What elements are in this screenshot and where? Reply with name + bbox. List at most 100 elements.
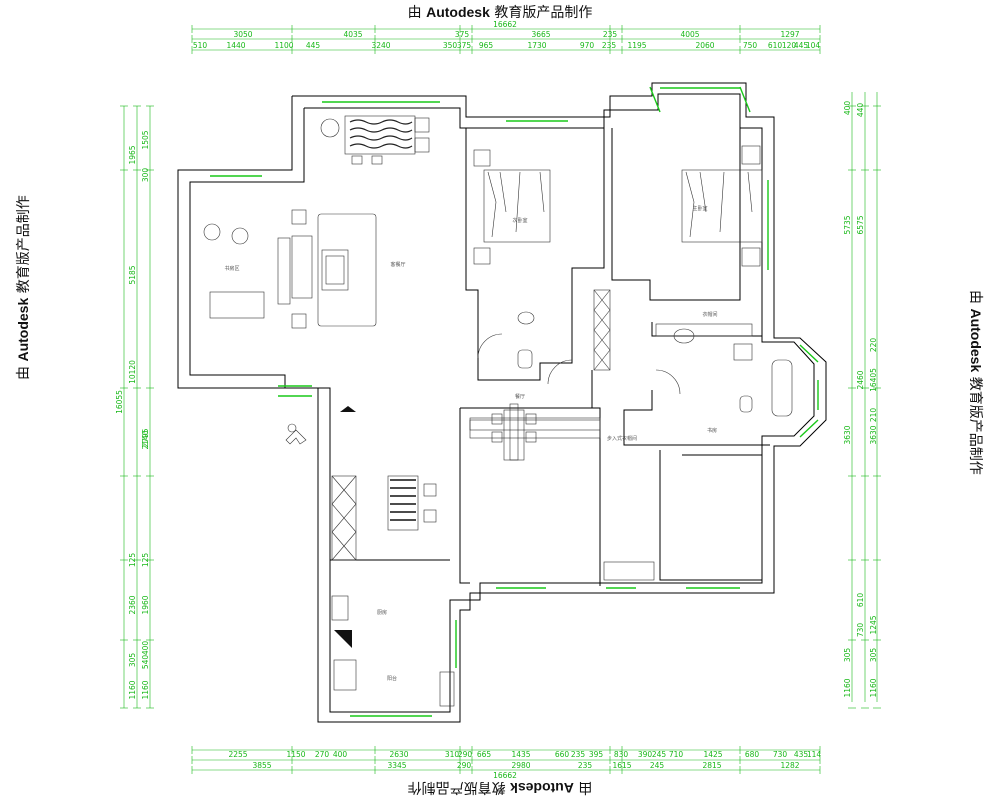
svg-text:395: 395 [589, 750, 604, 759]
svg-text:阳台: 阳台 [387, 675, 397, 682]
svg-text:300: 300 [141, 168, 150, 183]
svg-text:3345: 3345 [387, 761, 406, 770]
svg-text:665: 665 [477, 750, 492, 759]
kitchen-fixtures [331, 595, 455, 707]
dining-set [469, 403, 601, 461]
svg-text:1730: 1730 [527, 41, 546, 50]
svg-text:16405: 16405 [869, 368, 878, 392]
svg-text:680: 680 [745, 750, 760, 759]
svg-text:1615: 1615 [612, 761, 631, 770]
svg-text:305: 305 [843, 648, 852, 663]
svg-text:2060: 2060 [695, 41, 714, 50]
svg-text:16055: 16055 [115, 390, 124, 414]
svg-text:6575: 6575 [856, 215, 865, 234]
svg-text:1297: 1297 [780, 30, 799, 39]
svg-text:3050: 3050 [233, 30, 252, 39]
tall-cabinet [331, 475, 357, 561]
wardrobe-column [593, 289, 611, 371]
svg-text:970: 970 [580, 41, 595, 50]
svg-text:440: 440 [856, 103, 865, 118]
exterior-walls [177, 82, 827, 723]
svg-text:610: 610 [768, 41, 783, 50]
svg-text:510: 510 [193, 41, 208, 50]
svg-text:4035: 4035 [343, 30, 362, 39]
svg-text:餐厅: 餐厅 [515, 393, 525, 400]
svg-text:1245: 1245 [869, 615, 878, 634]
dim-left: 16055 1965 5185 10120 2795 2140 2360 116… [115, 130, 150, 699]
svg-text:375: 375 [455, 30, 470, 39]
gym-equipment [203, 223, 265, 319]
svg-text:1160: 1160 [843, 678, 852, 697]
svg-text:3630: 3630 [843, 425, 852, 444]
dining-table-top [320, 115, 430, 165]
svg-text:3240: 3240 [371, 41, 390, 50]
svg-text:114: 114 [807, 750, 822, 759]
svg-text:1160: 1160 [128, 680, 137, 699]
svg-text:445: 445 [794, 41, 809, 50]
svg-text:10120: 10120 [128, 360, 137, 384]
svg-text:5185: 5185 [128, 265, 137, 284]
svg-text:210: 210 [869, 408, 878, 423]
sofa-set [277, 209, 377, 329]
svg-text:1282: 1282 [780, 761, 799, 770]
dimension-ticks-side [120, 105, 881, 709]
svg-text:400: 400 [141, 641, 150, 656]
svg-text:1440: 1440 [226, 41, 245, 50]
svg-text:书房: 书房 [707, 427, 717, 434]
svg-text:610: 610 [856, 593, 865, 608]
svg-text:1435: 1435 [511, 750, 530, 759]
bathroom-2 [655, 323, 793, 417]
svg-text:步入式衣帽间: 步入式衣帽间 [607, 435, 637, 442]
dimension-lines [123, 28, 878, 771]
svg-text:305: 305 [869, 648, 878, 663]
svg-text:3665: 3665 [531, 30, 550, 39]
dim-top-row1: 3050 4035 375 3665 235 4005 1297 [233, 30, 799, 39]
svg-text:1160: 1160 [141, 680, 150, 699]
svg-text:305: 305 [128, 653, 137, 668]
svg-text:220: 220 [869, 338, 878, 353]
svg-text:书房区: 书房区 [224, 265, 239, 272]
watermark-top: 由 Autodesk 教育版产品制作 [407, 4, 593, 21]
svg-text:1425: 1425 [703, 750, 722, 759]
svg-text:400: 400 [843, 101, 852, 116]
dim-top-row2: 510 1440 1100 445 3240 350 375 965 1730 … [193, 41, 821, 50]
entry-figure [285, 423, 307, 445]
svg-text:445: 445 [306, 41, 321, 50]
svg-text:120: 120 [782, 41, 797, 50]
svg-text:125: 125 [141, 553, 150, 568]
dim-right: 16405 440 6575 2460 3630 610 1245 730 30… [843, 101, 878, 698]
svg-text:主卧室: 主卧室 [692, 205, 707, 212]
bed-1 [473, 149, 551, 265]
svg-text:270: 270 [315, 750, 330, 759]
svg-text:104: 104 [806, 41, 821, 50]
bathroom-1 [477, 311, 573, 385]
svg-text:435: 435 [794, 750, 809, 759]
bed-2 [681, 145, 763, 267]
svg-text:710: 710 [669, 750, 684, 759]
svg-text:290: 290 [458, 750, 473, 759]
svg-text:750: 750 [743, 41, 758, 50]
svg-text:衣帽间: 衣帽间 [702, 311, 717, 318]
svg-text:1965: 1965 [128, 145, 137, 164]
svg-text:660: 660 [555, 750, 570, 759]
svg-text:2815: 2815 [702, 761, 721, 770]
svg-text:客餐厅: 客餐厅 [390, 261, 405, 268]
svg-text:350: 350 [443, 41, 458, 50]
svg-text:5735: 5735 [843, 215, 852, 234]
svg-text:1505: 1505 [141, 130, 150, 149]
interior-walls [330, 128, 770, 586]
windows [210, 86, 819, 717]
svg-text:390: 390 [638, 750, 653, 759]
svg-text:4005: 4005 [680, 30, 699, 39]
svg-text:245: 245 [652, 750, 667, 759]
closet-shelves [469, 419, 655, 581]
stair-arrow [340, 406, 356, 412]
svg-text:375: 375 [457, 41, 472, 50]
svg-text:310: 310 [445, 750, 460, 759]
svg-text:965: 965 [479, 41, 494, 50]
dim-top-total: 16662 [493, 20, 517, 29]
dimension-ticks-top [191, 25, 821, 774]
svg-text:830: 830 [614, 750, 629, 759]
svg-text:1100: 1100 [274, 41, 293, 50]
